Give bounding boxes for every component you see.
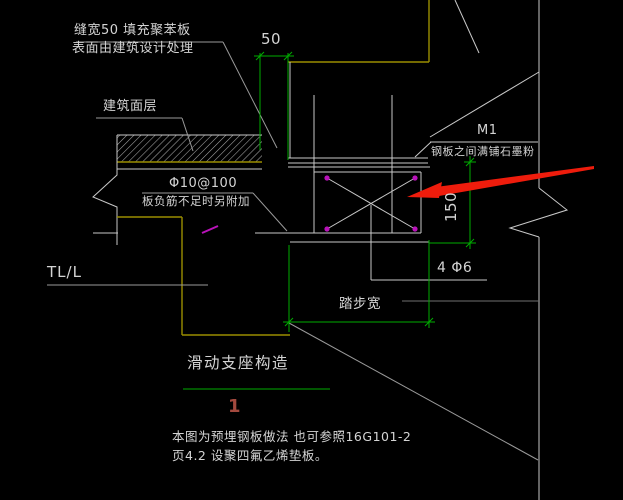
dim-tread-width: [283, 240, 435, 332]
plate-note-label: 钢板之间满铺石墨粉: [431, 145, 535, 158]
right-wall-breakline: [402, 0, 569, 500]
lower-flight-soffit: [288, 322, 539, 461]
leader-joint-note: [76, 41, 278, 149]
additional-rebar-mark: [201, 225, 219, 234]
plate-mark-label: M1: [477, 123, 498, 138]
dim-text-bearing-height: 150: [442, 191, 460, 222]
beam-outline: [117, 216, 290, 336]
detail-title: 滑动支座构造: [187, 354, 290, 372]
anchor-box: [255, 95, 429, 243]
red-arrow-annotation: [407, 166, 594, 198]
note-line2: 页4.2 设聚四氟乙烯垫板。: [172, 448, 328, 463]
joint-note-line2: 表面由建筑设计处理: [72, 41, 194, 56]
joint-note-line1: 缝宽50 填充聚苯板: [74, 23, 191, 38]
finish-layer-label: 建筑面层: [103, 99, 158, 114]
dim-text-joint-width: 50: [261, 30, 282, 48]
dim-joint-width: [254, 51, 294, 160]
leader-finish: [96, 117, 194, 152]
stair-flight-upper: [288, 0, 540, 158]
slab-rebar-note: 板负筋不足时另附加: [142, 194, 250, 208]
note-line1: 本图为预埋钢板做法 也可参照16G101-2: [172, 429, 412, 444]
beam-label: TL/L: [47, 263, 82, 281]
anchor-bars-label: 4 Φ6: [437, 260, 473, 276]
detail-number: 1: [228, 396, 242, 417]
tread-width-label: 踏步宽: [339, 296, 381, 312]
slab-rebar-label: Φ10@100: [169, 176, 238, 191]
sliding-plates: [288, 157, 430, 168]
dim-bearing-height: [429, 156, 476, 249]
leader-slab-rebar: [142, 192, 288, 232]
landing-slab-outline: [92, 134, 262, 245]
